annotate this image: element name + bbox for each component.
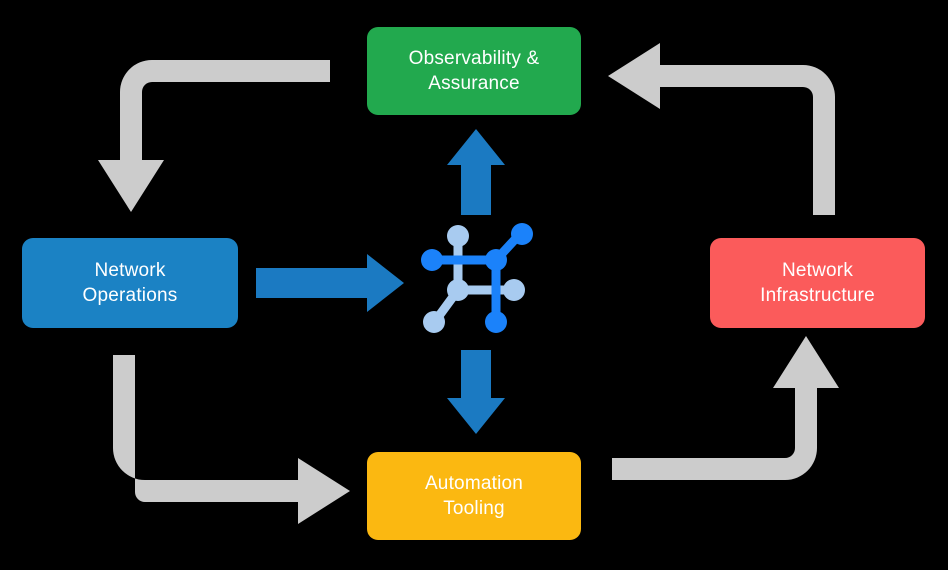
connector-center-to-automation: [447, 350, 505, 434]
node-box-infrastructure[interactable]: Network Infrastructure: [710, 238, 925, 328]
connector-center-to-observability: [447, 129, 505, 215]
connector-operations-to-center: [256, 254, 404, 312]
topology-nodes-light: [423, 225, 525, 333]
network-topology-icon: [421, 223, 533, 333]
connector-operations-to-automation: [113, 355, 350, 524]
connector-automation-to-infrastructure: [612, 336, 839, 480]
connector-infrastructure-to-observability: [608, 43, 835, 215]
topology-nodes-dark: [421, 223, 533, 333]
node-box-operations[interactable]: Network Operations: [22, 238, 238, 328]
connector-observability-to-operations: [98, 60, 330, 212]
node-box-automation[interactable]: Automation Tooling: [367, 452, 581, 540]
node-box-observability[interactable]: Observability & Assurance: [367, 27, 581, 115]
